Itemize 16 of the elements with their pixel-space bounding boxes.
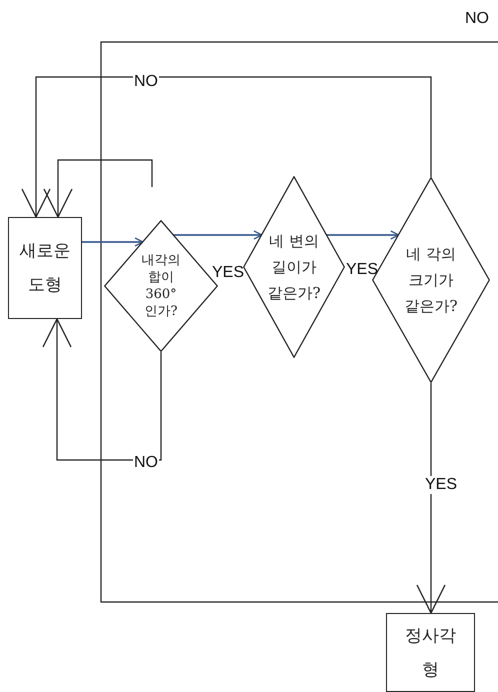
node-label: 정사각형	[404, 624, 457, 682]
arrow	[21, 76, 432, 218]
arrow	[416, 383, 446, 614]
arrow	[326, 230, 400, 240]
decision-diamond	[243, 176, 345, 358]
node-label: 내각의 합이 360°인가?	[142, 252, 180, 320]
process-box	[386, 613, 475, 692]
edge-label: YES	[424, 476, 458, 494]
node-label: 새로운 도형	[20, 240, 70, 297]
node-label: 네 변의 길이가 같은가?	[267, 231, 321, 304]
node-label: 네 각의 크기가 같은가?	[404, 244, 458, 317]
arrow	[172, 230, 263, 240]
arrow	[82, 237, 144, 247]
process-box	[8, 217, 82, 319]
arrow	[42, 318, 162, 461]
arrow	[43, 159, 153, 218]
